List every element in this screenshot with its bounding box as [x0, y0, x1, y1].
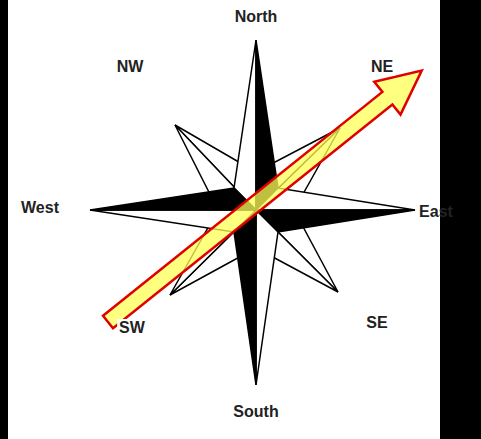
direction-label: West	[19, 199, 61, 217]
direction-label: South	[231, 403, 280, 421]
direction-label: East	[417, 203, 455, 221]
direction-label: SW	[117, 319, 147, 337]
direction-label: North	[233, 8, 280, 26]
direction-label: NW	[115, 58, 146, 76]
direction-label: SE	[364, 314, 389, 332]
direction-arrow	[95, 54, 435, 338]
white-ground	[8, 0, 440, 439]
direction-label: NE	[369, 58, 395, 76]
